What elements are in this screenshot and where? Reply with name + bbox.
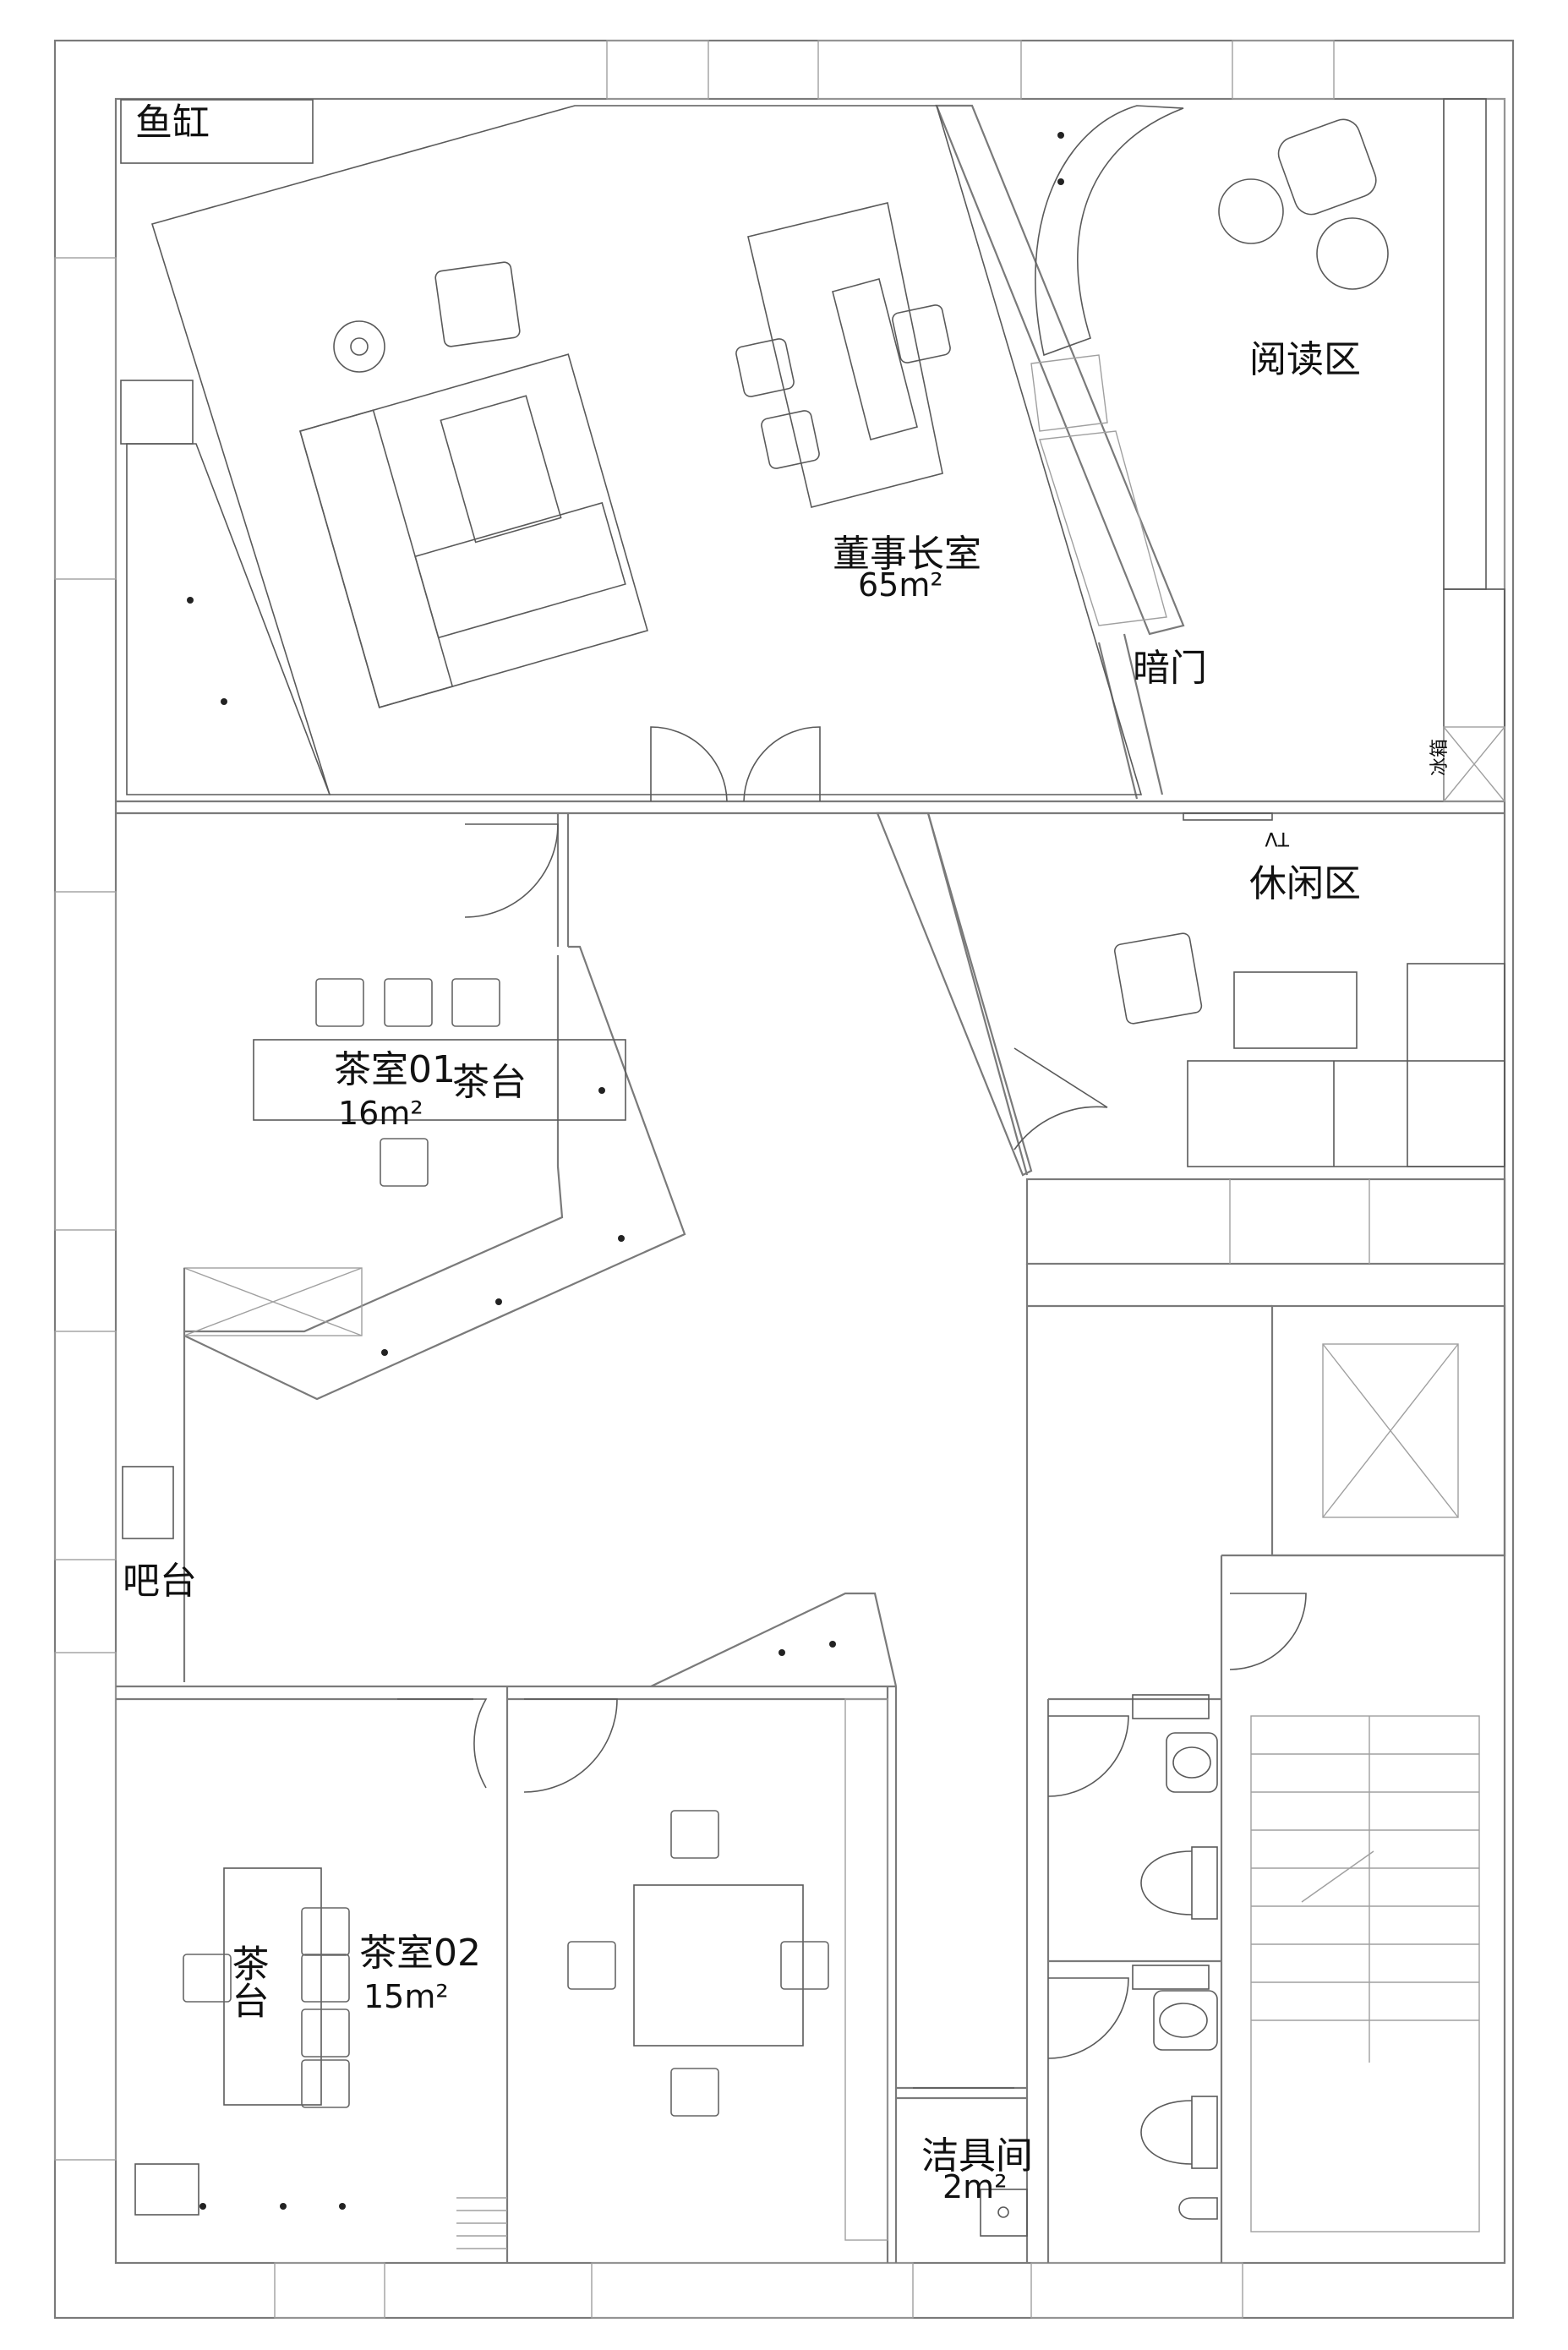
- fridge-label: 冰箱: [1429, 739, 1451, 776]
- hidden-door-label: 暗门: [1133, 647, 1207, 690]
- lounge-area-label: 休闲区: [1249, 862, 1361, 905]
- tea-room-01-table-label: 茶台: [452, 1061, 527, 1104]
- bar-label: 吧台: [123, 1560, 197, 1603]
- chairman-office-area: 65m²: [858, 566, 943, 604]
- chairman-office-label: 董事长室: [833, 533, 981, 576]
- doors: [397, 726, 1307, 2089]
- janitor-room-label: 洁具间: [921, 2134, 1033, 2178]
- lounge-furniture: [1113, 812, 1505, 1167]
- outer-walls: [53, 39, 1515, 2320]
- tea-room-01-furniture: [122, 978, 626, 1539]
- tea-room-02-furniture: [134, 1810, 829, 2249]
- chairman-office-furniture: [120, 99, 1143, 795]
- janitor-room-area: 2m²: [942, 2168, 1007, 2205]
- tea-room-02-label: 茶室02: [359, 1932, 481, 1975]
- interior-walls: [116, 104, 1506, 2263]
- reading-area-furniture: [1035, 98, 1487, 590]
- washroom-fixtures: [980, 1694, 1218, 2237]
- reading-area-label: 阅读区: [1249, 338, 1361, 381]
- fish-tank-label: 鱼缸: [135, 101, 210, 145]
- tea-room-02-table-label: 茶台: [226, 1944, 269, 2019]
- tea-room-01-area: 16m²: [338, 1095, 423, 1132]
- room-labels: 鱼缸 董事长室 65m² 阅读区 暗门 冰箱 TV 休闲区 茶室01 茶台 16…: [123, 101, 1451, 2205]
- tv-label: TV: [1265, 828, 1291, 849]
- tea-room-02-area: 15m²: [363, 1978, 449, 2015]
- plants: [158, 103, 1093, 2238]
- tea-room-01-label: 茶室01: [334, 1048, 456, 1091]
